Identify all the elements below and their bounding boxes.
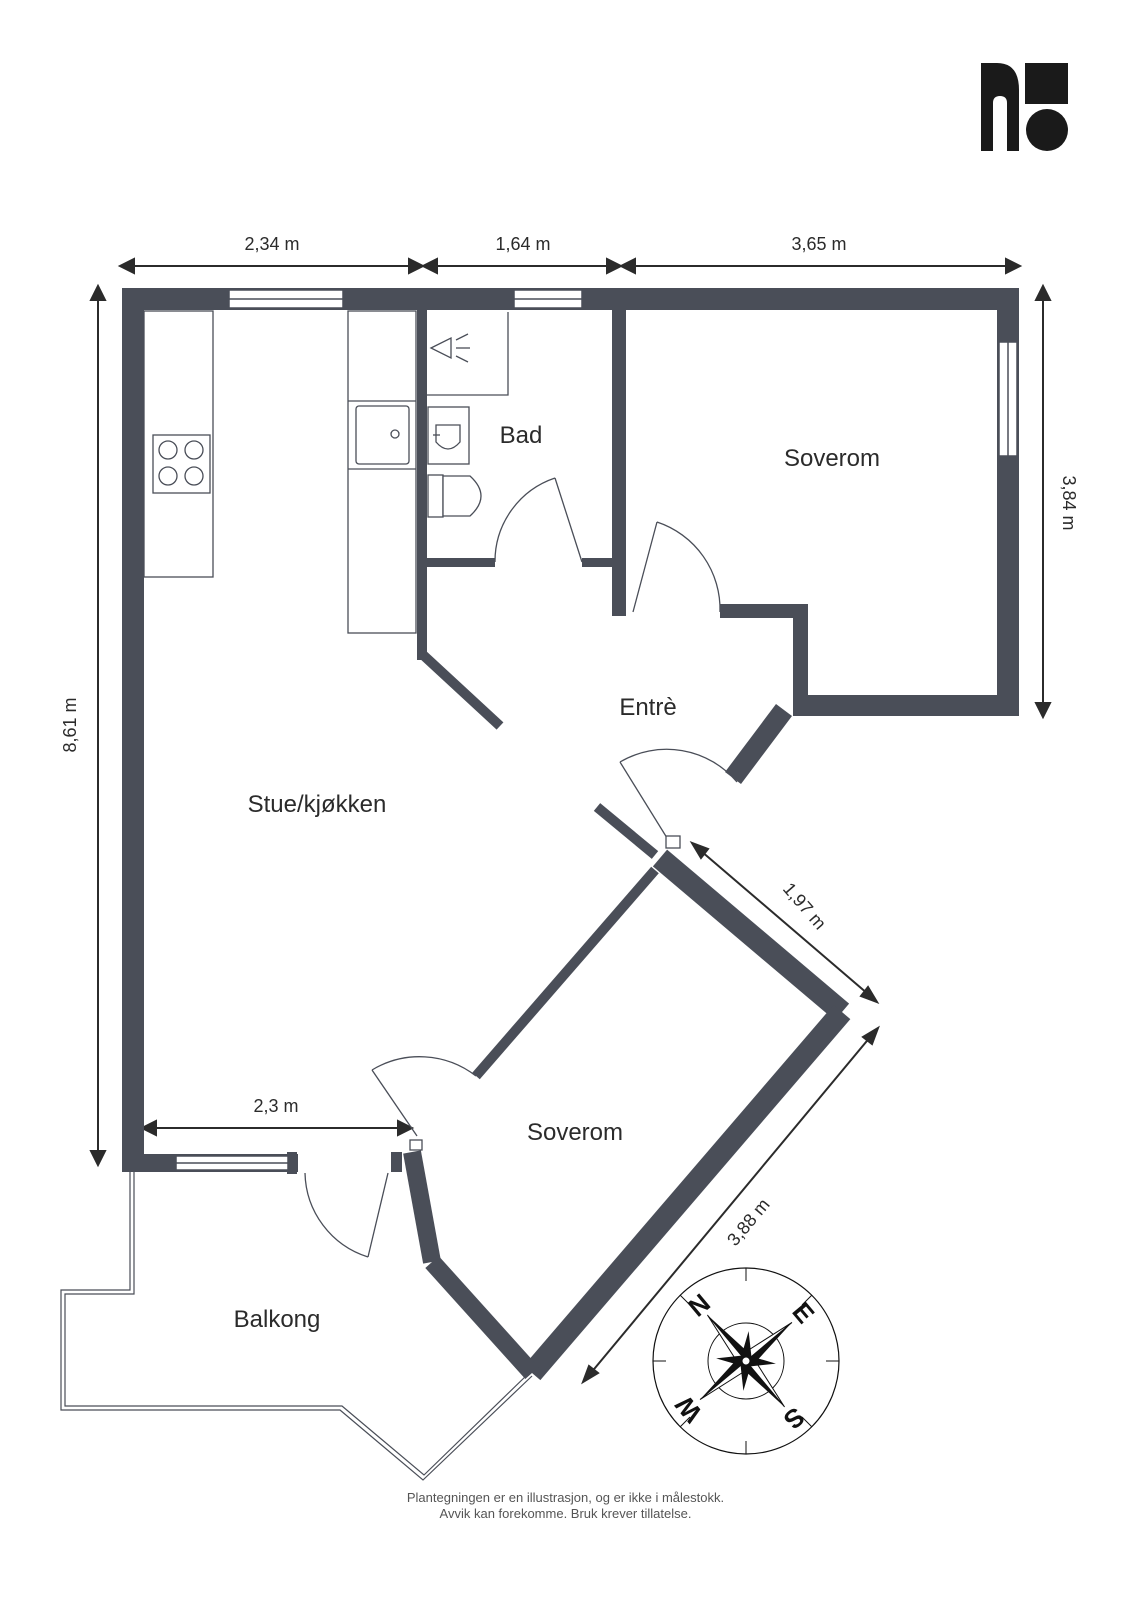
compass-w: W — [669, 1390, 708, 1428]
brand-logo — [981, 63, 1068, 151]
shower-icon — [429, 333, 470, 363]
room-bad: Bad — [500, 422, 543, 449]
disclaimer-line-1: Plantegningen er en illustrasjon, og er … — [406, 1490, 725, 1505]
room-soverom-2: Soverom — [527, 1119, 623, 1146]
door-bedroom-2 — [371, 1056, 477, 1151]
toilet-icon — [427, 474, 482, 518]
door-entrance — [619, 748, 738, 849]
compass-n: N — [682, 1288, 716, 1323]
compass-s: S — [778, 1401, 811, 1435]
stove-icon — [152, 434, 211, 494]
windows — [175, 289, 1018, 1171]
room-stue-kjokken: Stue/kjøkken — [248, 791, 387, 818]
bathroom-fixtures — [427, 312, 509, 518]
room-labels: Bad Soverom Entrè Stue/kjøkken Soverom B… — [234, 422, 880, 1333]
doors — [304, 477, 738, 1258]
bathroom-sink-icon — [427, 406, 470, 465]
disclaimer-line-2: Avvik kan forekomme. Bruk krever tillate… — [439, 1506, 692, 1521]
dim-top-left: 2,34 m — [244, 234, 299, 254]
walls — [122, 288, 1019, 1381]
door-bedroom — [632, 521, 721, 613]
compass-rose: N E S W — [652, 1267, 840, 1455]
room-entre: Entrè — [619, 694, 676, 721]
room-balkong: Balkong — [234, 1306, 321, 1333]
room-soverom-1: Soverom — [784, 445, 880, 472]
balcony-outline — [60, 1162, 533, 1481]
dim-top-right: 3,65 m — [791, 234, 846, 254]
dim-diagonal-long: 3,88 m — [723, 1195, 774, 1250]
door-balcony — [304, 1172, 389, 1258]
dimension-lines — [89, 257, 1052, 1385]
dim-bottom-inner: 2,3 m — [253, 1096, 298, 1116]
kitchen-sink-icon — [355, 405, 410, 465]
kitchen-fixtures — [143, 310, 417, 634]
dim-left-height: 8,61 m — [60, 697, 80, 752]
dim-right-height: 3,84 m — [1059, 475, 1079, 530]
compass-e: E — [786, 1297, 820, 1330]
dim-top-middle: 1,64 m — [495, 234, 550, 254]
kitchen-counter-right — [347, 310, 417, 634]
door-bathroom — [494, 477, 583, 563]
